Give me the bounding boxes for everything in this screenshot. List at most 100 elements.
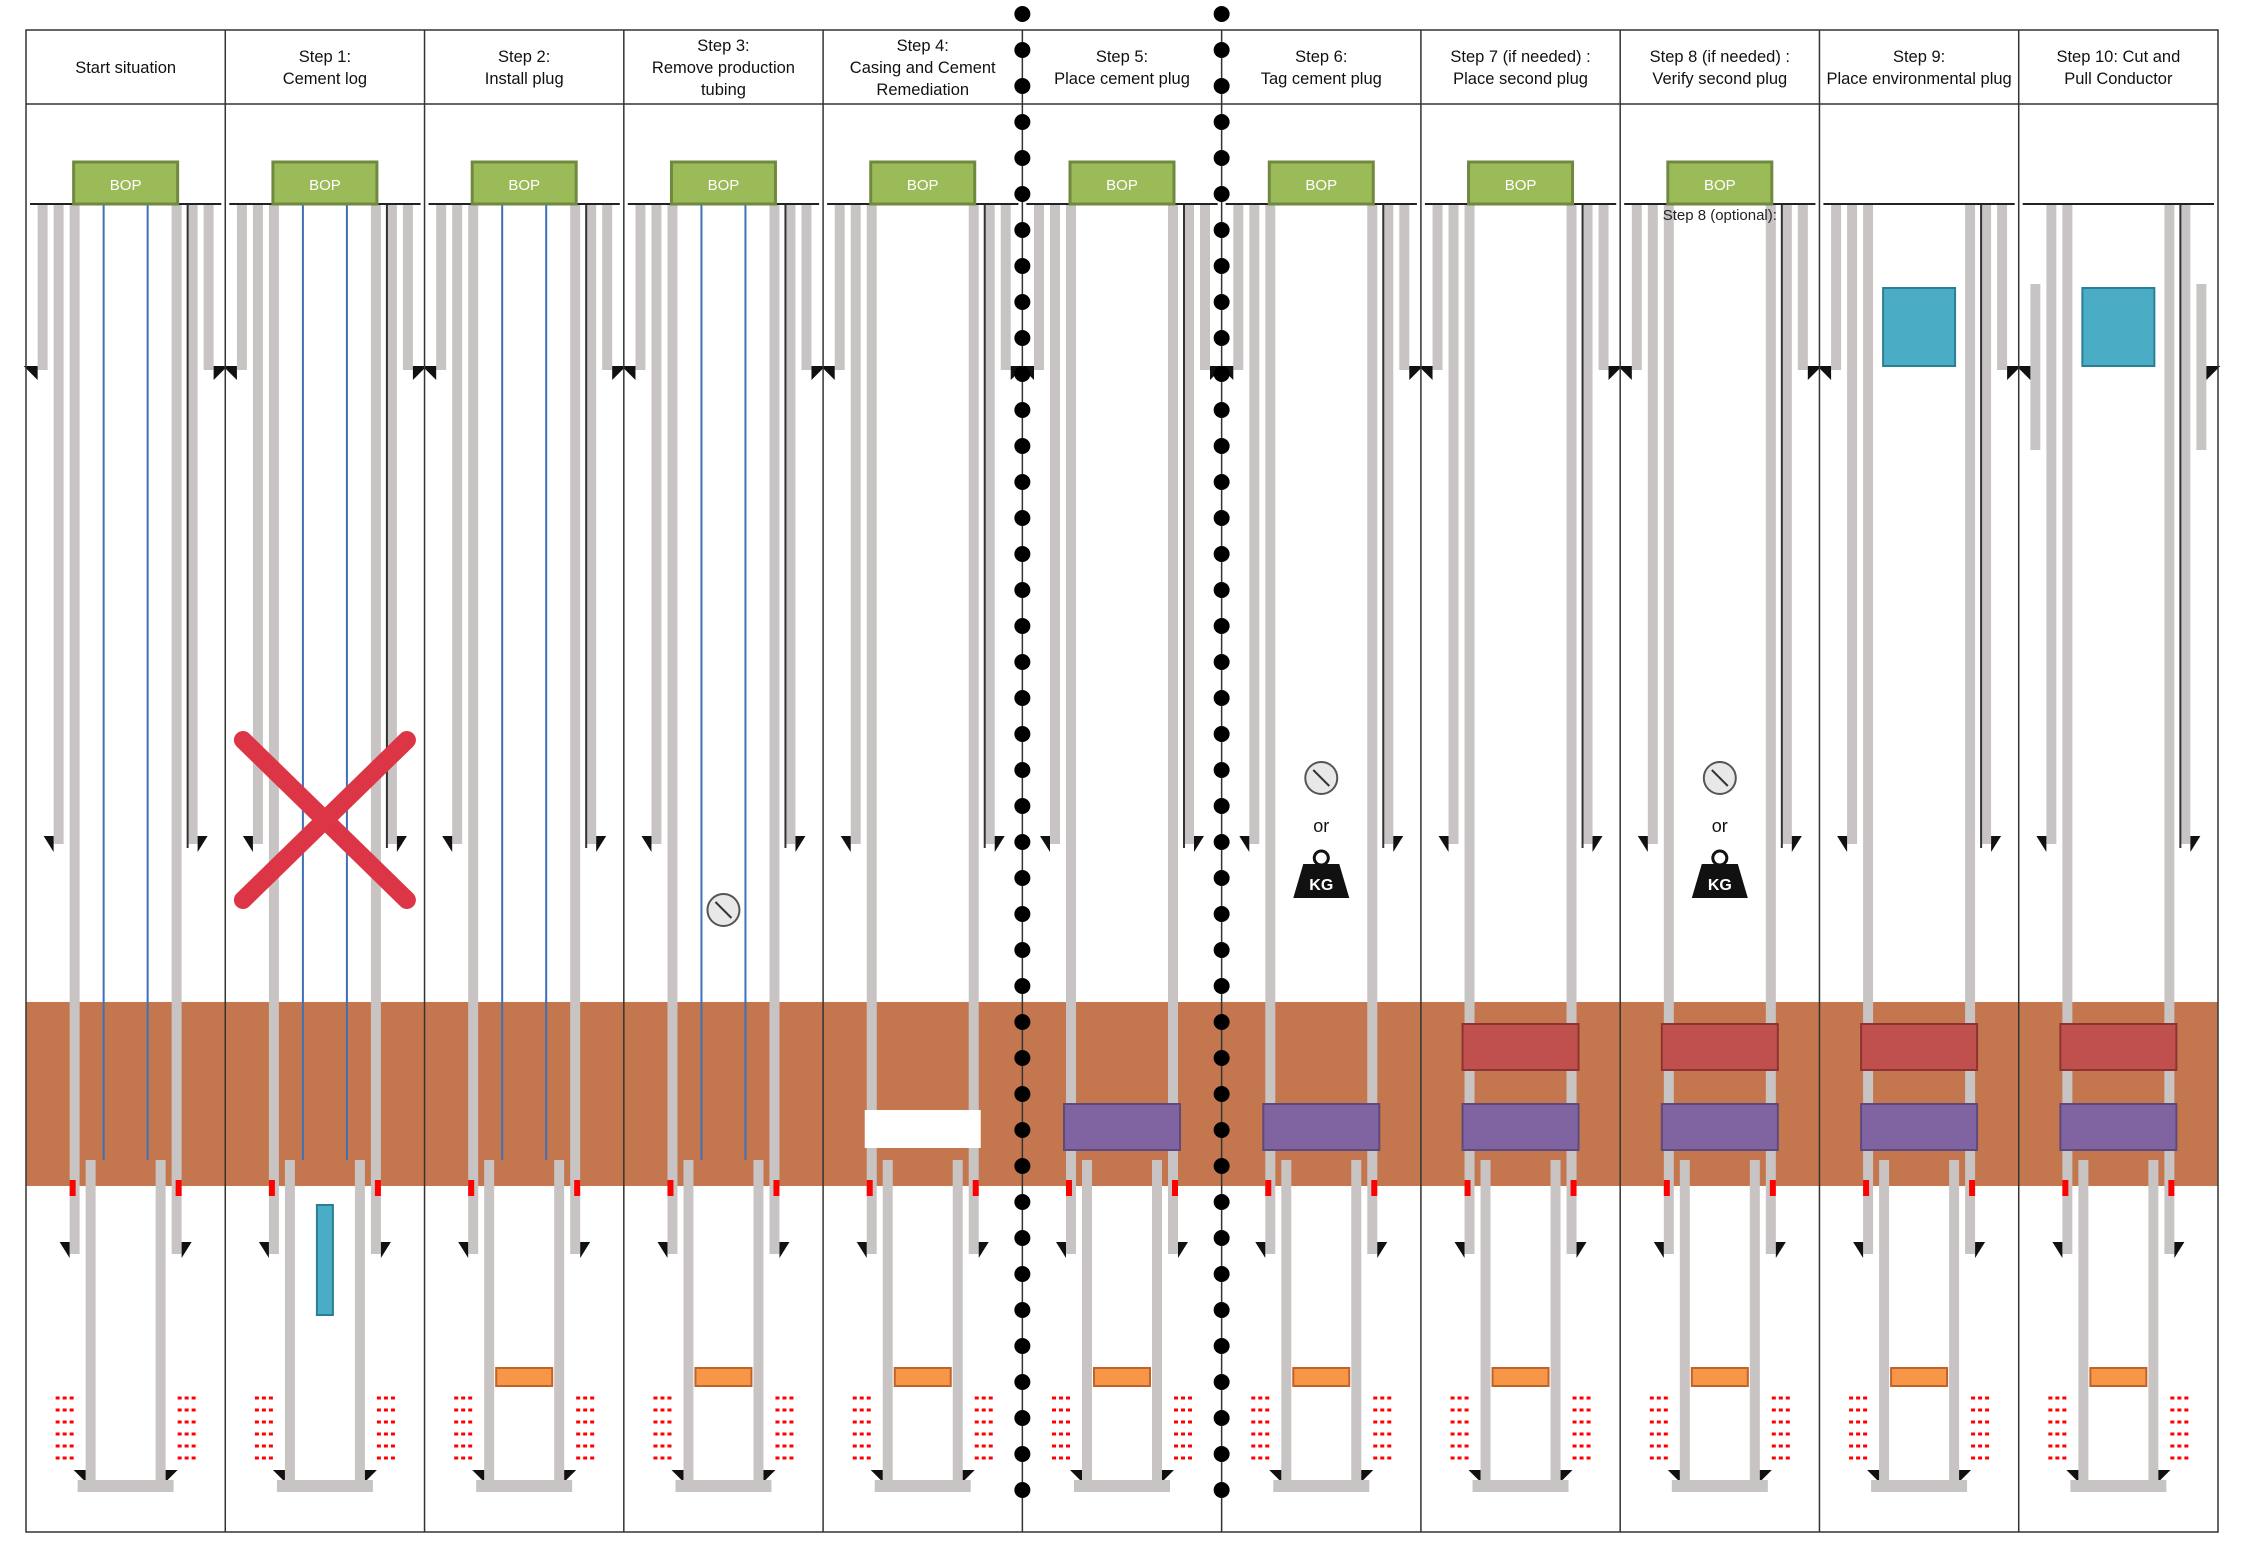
separator-dot xyxy=(1014,510,1031,526)
intermediate-casing-wall xyxy=(667,204,678,1254)
liner-bottom xyxy=(1472,1480,1569,1492)
liner-bottom xyxy=(476,1480,573,1492)
separator-dot xyxy=(1014,42,1031,58)
casing-shoe xyxy=(1361,1470,1374,1482)
casing-shoe xyxy=(242,836,253,852)
separator-dot xyxy=(1213,762,1230,778)
separator-dot xyxy=(1014,798,1031,814)
intermediate-casing-wall xyxy=(468,204,479,1254)
intermediate-casing-wall xyxy=(1965,204,1976,1254)
casing-shoe xyxy=(580,1242,591,1258)
liner-hanger xyxy=(574,1180,581,1196)
step-header-line: Step 2: xyxy=(498,48,550,66)
step-header-line: Step 6: xyxy=(1295,48,1347,66)
casing-shoe xyxy=(222,366,237,380)
casing-shoe xyxy=(811,366,826,380)
casing-shoe xyxy=(763,1470,776,1482)
casing-shoe xyxy=(181,1242,192,1258)
bop-block xyxy=(869,160,977,206)
casing-shoe xyxy=(856,1242,867,1258)
casing-shoe xyxy=(1775,1242,1786,1258)
liner-wall xyxy=(2078,1160,2089,1480)
separator-dot xyxy=(1014,1122,1031,1138)
weight-icon: KG xyxy=(1691,849,1748,898)
liner-wall xyxy=(1351,1160,1362,1480)
casing-shoe xyxy=(1991,836,2002,852)
casing-shoe xyxy=(1637,836,1648,852)
surface-casing-wall xyxy=(1249,204,1260,844)
liner-bottom xyxy=(1871,1480,1968,1492)
casing-shoe xyxy=(1178,1242,1188,1258)
step-header-line: Tag cement plug xyxy=(1261,70,1382,88)
liner-bottom xyxy=(2070,1480,2167,1492)
separator-dot xyxy=(1213,726,1230,742)
casing-shoe xyxy=(380,1242,391,1258)
separator-dot xyxy=(1014,546,1031,562)
separator-dot xyxy=(1014,942,1031,958)
bop-block xyxy=(1467,160,1575,206)
bop-block xyxy=(1267,160,1375,206)
or-label: or xyxy=(1712,816,1728,836)
surface-casing-wall xyxy=(1582,204,1593,844)
separator-dot xyxy=(1014,1194,1031,1210)
separator-dot xyxy=(1213,186,1230,202)
casing-shoe xyxy=(2016,366,2031,380)
separator-dot xyxy=(1014,258,1031,274)
casing-shoe xyxy=(1468,1470,1481,1482)
conductor-wall xyxy=(602,204,613,370)
bottom-plug xyxy=(495,1367,554,1387)
separator-dot xyxy=(1014,78,1031,94)
cement-plug xyxy=(1461,1103,1580,1151)
step-header-line: Place environmental plug xyxy=(1826,70,2011,88)
table-grid xyxy=(25,29,2219,1533)
separator-dot xyxy=(1213,798,1230,814)
casing-shoe xyxy=(1070,1470,1082,1482)
casing-shoe xyxy=(1438,836,1449,852)
step-header-line: Verify second plug xyxy=(1652,70,1787,88)
separator-dot xyxy=(1213,42,1230,58)
liner-hanger xyxy=(667,1180,674,1196)
casing-shoe xyxy=(1759,1470,1772,1482)
separator-dot xyxy=(1014,366,1031,382)
bop-label: BOP xyxy=(1505,177,1537,194)
surface-casing-wall xyxy=(1647,204,1658,844)
casing-shoe xyxy=(258,1242,269,1258)
casing-shoe xyxy=(1837,836,1848,852)
separator-dot xyxy=(1213,978,1230,994)
casing-shoe xyxy=(779,1242,790,1258)
bop-label: BOP xyxy=(1305,177,1337,194)
separator-dot xyxy=(1014,1302,1031,1318)
liner-wall xyxy=(952,1160,963,1480)
casing-shoe xyxy=(994,836,1005,852)
cement-plug xyxy=(1262,1103,1381,1151)
separator-dot xyxy=(1213,834,1230,850)
separator-dot xyxy=(1014,402,1031,418)
separator-dot xyxy=(1014,6,1031,22)
step-header-line: Remove production xyxy=(652,59,795,77)
table-border xyxy=(25,29,2219,1533)
conductor-wall xyxy=(1432,204,1443,370)
casing-shoe xyxy=(165,1470,178,1482)
separator-dot xyxy=(1014,762,1031,778)
casing-shoe xyxy=(962,1470,975,1482)
casing-shoe xyxy=(23,366,38,380)
liner-wall xyxy=(2148,1160,2159,1480)
bop-label: BOP xyxy=(1704,177,1736,194)
separator-dot xyxy=(1014,330,1031,346)
second-plug xyxy=(2059,1023,2178,1071)
intermediate-casing-wall xyxy=(1566,204,1577,1254)
separator-dot xyxy=(1213,1266,1230,1282)
separator-dot xyxy=(1213,1446,1230,1462)
step-column-9: Step 9:Place environmental plug xyxy=(1817,48,2022,1492)
surface-casing-wall xyxy=(984,204,995,844)
liner-bottom xyxy=(675,1480,772,1492)
casing-shoe xyxy=(870,1470,883,1482)
liner-wall xyxy=(882,1160,893,1480)
bottom-plug xyxy=(2089,1367,2148,1387)
weight-icon-handle xyxy=(1711,849,1729,867)
separator-dot xyxy=(1014,1374,1031,1390)
surface-casing-wall xyxy=(2046,204,2057,844)
surface-casing-wall xyxy=(1781,204,1792,844)
liner-hanger xyxy=(1464,1180,1471,1196)
